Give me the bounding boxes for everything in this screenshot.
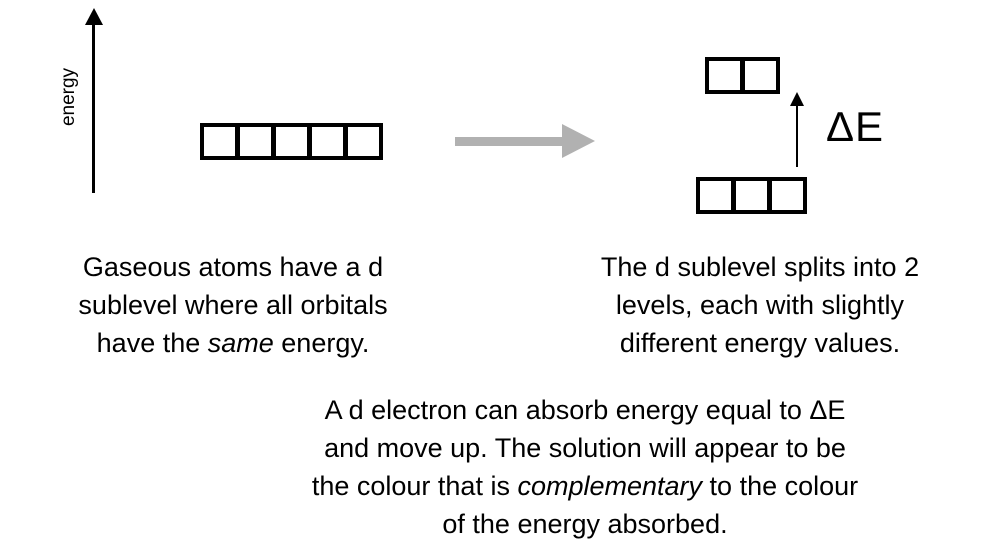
bottom-caption: A d electron can absorb energy equal to … (255, 391, 915, 543)
orbital-box (240, 127, 276, 156)
caption-line: have the same energy. (97, 328, 370, 358)
arrow-head (85, 8, 103, 25)
caption-line: levels, each with slightly (615, 290, 905, 320)
upper-orbital-row (705, 57, 780, 94)
lower-orbital-row (696, 177, 807, 214)
caption-text: have the (96, 328, 208, 358)
orbital-box (745, 61, 776, 90)
orbital-box (348, 127, 379, 156)
caption-italic-text: complementary (517, 471, 703, 501)
right-caption: The d sublevel splits into 2 levels, eac… (540, 248, 980, 362)
caption-line: sublevel where all orbitals (78, 290, 388, 320)
caption-italic-text: same (207, 328, 274, 358)
arrow-shaft (92, 22, 95, 193)
orbital-box (204, 127, 240, 156)
energy-axis-label: energy (58, 67, 79, 127)
arrow-shaft (796, 104, 798, 167)
caption-line: and move up. The solution will appear to… (324, 433, 846, 463)
caption-line: The d sublevel splits into 2 (600, 252, 920, 282)
arrow-shaft (455, 137, 563, 146)
caption-line: A d electron can absorb energy equal to … (324, 395, 846, 425)
caption-text: to the colour (702, 471, 859, 501)
caption-line: of the energy absorbed. (442, 509, 728, 539)
arrow-head (790, 92, 804, 106)
delta-e-label: ΔE (826, 103, 885, 150)
orbital-box (772, 181, 803, 210)
caption-line: Gaseous atoms have a d (82, 252, 384, 282)
orbital-box (276, 127, 312, 156)
caption-text: energy. (273, 328, 370, 358)
caption-text: the colour that is (311, 471, 518, 501)
orbital-box (700, 181, 736, 210)
ground-state-orbital-row (200, 123, 383, 160)
orbital-box (312, 127, 348, 156)
arrow-head (562, 124, 595, 158)
left-caption: Gaseous atoms have a d sublevel where al… (13, 248, 453, 362)
orbital-box (709, 61, 745, 90)
orbital-box (736, 181, 772, 210)
caption-line: the colour that is complementary to the … (312, 471, 858, 501)
caption-line: different energy values. (619, 328, 901, 358)
